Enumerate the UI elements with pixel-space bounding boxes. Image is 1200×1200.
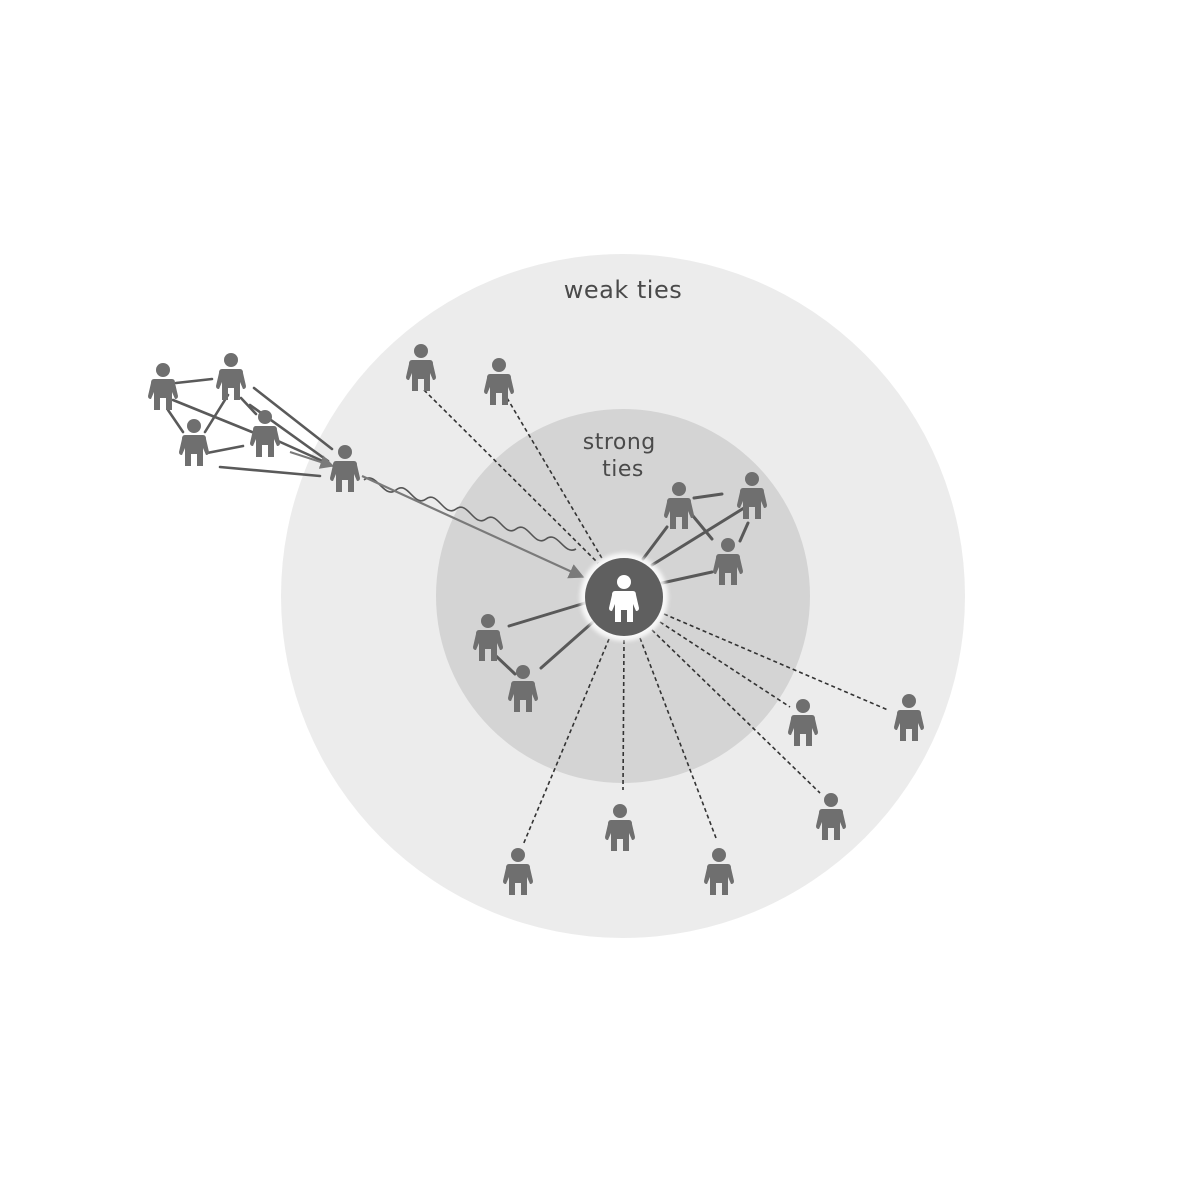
person-icon — [250, 410, 280, 457]
strong-tie-lines — [494, 492, 750, 676]
strong-tie-line — [691, 514, 714, 541]
weak-tie-lines — [423, 389, 889, 846]
weak-tie-line — [506, 397, 604, 561]
bridge-arrow-into-cluster — [289, 451, 335, 469]
weak-tie-line — [663, 613, 889, 711]
cluster-tie — [239, 396, 258, 416]
weak-tie-line — [522, 638, 610, 846]
cluster-tie — [171, 398, 254, 434]
ego-node — [580, 553, 668, 641]
person-icon — [216, 353, 246, 400]
strong-tie-line — [660, 570, 714, 585]
weak-tie-line — [639, 637, 717, 839]
strong-tie-line — [650, 506, 746, 567]
cluster-tie — [203, 393, 230, 434]
strong-ties-label-line2: ties — [602, 457, 644, 482]
person-icon — [179, 419, 209, 466]
cluster-tie — [218, 465, 322, 478]
cluster-tie — [276, 439, 329, 465]
strong-ties-label: strong ties — [583, 430, 664, 482]
cluster-tie — [166, 408, 185, 434]
cluster-tie — [252, 386, 334, 451]
weak-tie-line — [423, 389, 599, 564]
strong-tie-line — [539, 620, 595, 670]
weak-tie-line — [659, 621, 791, 708]
strong-tie-line — [738, 521, 750, 543]
weak-ties-label: weak ties — [564, 276, 682, 304]
cluster-tie — [205, 444, 245, 455]
bridge-arrow-to-ego — [361, 474, 585, 579]
strong-tie-line — [692, 492, 724, 500]
strong-tie-line — [641, 525, 669, 561]
bridge-tie-wavy — [363, 477, 577, 551]
strong-tie-line — [507, 601, 587, 628]
cluster-tie — [174, 377, 214, 385]
person-icon — [148, 363, 178, 410]
strong-tie-line — [494, 654, 517, 676]
strong-ties-label-line1: strong — [583, 430, 656, 455]
